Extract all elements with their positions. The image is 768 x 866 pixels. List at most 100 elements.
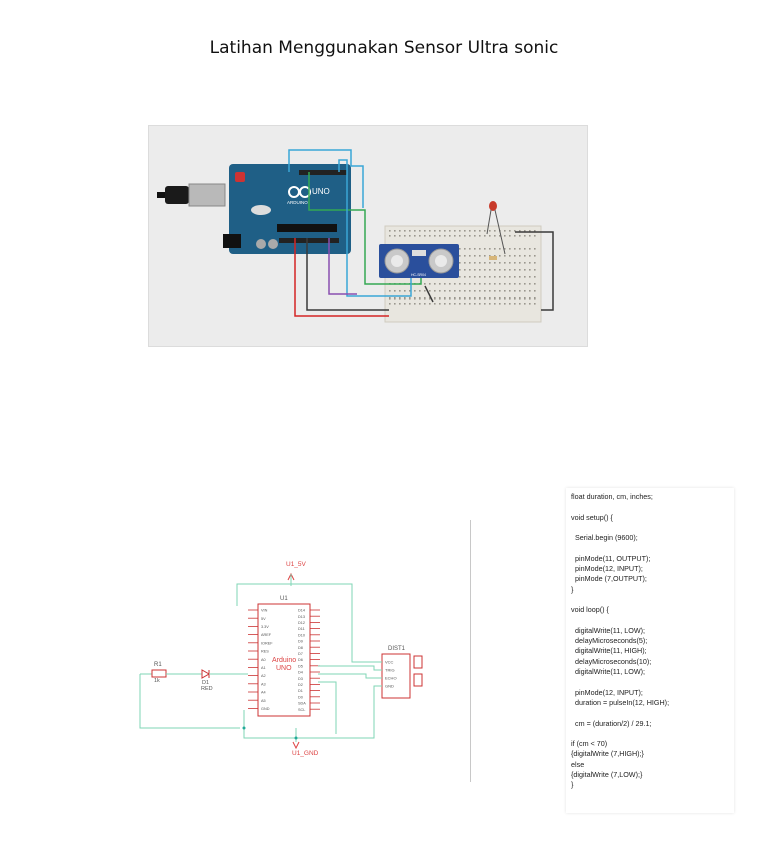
breadboard-hole [504, 298, 506, 300]
breadboard-hole [509, 290, 511, 292]
breadboard-hole [474, 290, 476, 292]
wire-red [294, 238, 389, 317]
breadboard-hole [464, 235, 466, 237]
breadboard-hole [509, 230, 511, 232]
breadboard-hole [404, 298, 406, 300]
breadboard-hole [484, 262, 486, 264]
mcu-pin-left-label: A1 [261, 666, 266, 670]
breadboard-hole [434, 297, 436, 299]
breadboard-hole [499, 297, 501, 299]
page-title: Latihan Menggunakan Sensor Ultra sonic [209, 38, 559, 58]
circuit-illustration: UNO ARDUINO HC-SR04 [148, 125, 588, 347]
breadboard-hole [519, 297, 521, 299]
breadboard-hole [389, 297, 391, 299]
breadboard-hole [489, 297, 491, 299]
code-line: if (cm < 70) [571, 739, 608, 749]
breadboard-hole [524, 297, 526, 299]
breadboard-hole [534, 290, 536, 292]
mcu-pin-right-label: D3 [298, 677, 303, 681]
breadboard-hole [469, 269, 471, 271]
breadboard-hole [514, 303, 516, 305]
breadboard-hole [519, 298, 521, 300]
breadboard-hole [529, 298, 531, 300]
wire-black [306, 238, 389, 311]
breadboard-hole [509, 297, 511, 299]
breadboard-hole [469, 255, 471, 257]
mcu-pin-right-label: D2 [298, 683, 303, 687]
resistor [489, 256, 497, 260]
breadboard-hole [439, 298, 441, 300]
breadboard-hole [449, 303, 451, 305]
sensor-pin-label: TRIG [385, 668, 395, 673]
breadboard-hole [504, 262, 506, 264]
mcu-pin-left-label: AREF [261, 633, 272, 637]
breadboard-hole [489, 262, 491, 264]
sensor-ref: DIST1 [388, 646, 406, 652]
breadboard-hole [449, 283, 451, 285]
breadboard-hole [469, 283, 471, 285]
breadboard-hole [529, 235, 531, 237]
breadboard-hole [469, 298, 471, 300]
breadboard-hole [434, 235, 436, 237]
breadboard-hole [474, 255, 476, 257]
sensor-receiver-mesh [435, 255, 447, 267]
code-line [571, 595, 734, 605]
mcu-pin-left-label: A3 [261, 682, 266, 686]
breadboard-hole [514, 255, 516, 257]
breadboard-hole [439, 283, 441, 285]
mcu-pin-left-label: GND [261, 707, 270, 711]
code-line: float duration, cm, inches; [571, 492, 653, 501]
mcu-pin-right-label: D14 [298, 609, 305, 613]
breadboard-hole [474, 276, 476, 278]
board-brand: ARDUINO [287, 200, 308, 205]
breadboard-hole [479, 290, 481, 292]
code-line: Serial.begin (9600); [571, 533, 638, 543]
breadboard-hole [504, 269, 506, 271]
breadboard-hole [509, 248, 511, 250]
mcu-pin-right-label: D8 [298, 646, 303, 650]
breadboard-hole [454, 297, 456, 299]
code-line: void loop() { [571, 605, 609, 615]
mcu-pin-left-label: A2 [261, 674, 266, 678]
breadboard-hole [499, 235, 501, 237]
breadboard-hole [529, 276, 531, 278]
code-line: duration = pulseIn(12, HIGH); [571, 697, 670, 707]
power-jack [223, 234, 241, 248]
breadboard-hole [529, 269, 531, 271]
breadboard-hole [464, 269, 466, 271]
resistor-to-ground [139, 674, 240, 729]
mcu-pin-right-label: D12 [298, 621, 305, 625]
code-line: void setup() { [571, 512, 613, 522]
mcu-pin-left-label: A4 [261, 691, 266, 695]
mcu-pin-right-label: D5 [298, 664, 303, 668]
breadboard-hole [524, 303, 526, 305]
breadboard-hole [449, 297, 451, 299]
code-line [571, 708, 734, 718]
breadboard-hole [444, 298, 446, 300]
breadboard-hole [504, 283, 506, 285]
code-line [571, 616, 734, 626]
breadboard-hole [459, 255, 461, 257]
breadboard-hole [504, 297, 506, 299]
breadboard-hole [479, 269, 481, 271]
breadboard-hole [429, 297, 431, 299]
wire-jumper [424, 285, 434, 303]
breadboard-hole [519, 262, 521, 264]
breadboard-hole [454, 283, 456, 285]
breadboard-hole [524, 276, 526, 278]
led [489, 201, 497, 211]
breadboard-hole [489, 290, 491, 292]
breadboard-hole [409, 303, 411, 305]
breadboard-hole [399, 290, 401, 292]
breadboard-hole [484, 235, 486, 237]
breadboard-hole [409, 230, 411, 232]
usb-plug-tip [157, 192, 167, 198]
breadboard-hole [534, 255, 536, 257]
mcu-pin-left-label: A5 [261, 699, 266, 703]
code-line: } [571, 780, 574, 790]
breadboard-hole [509, 269, 511, 271]
board-label: UNO [312, 187, 330, 196]
breadboard-hole [509, 262, 511, 264]
breadboard-hole [529, 303, 531, 305]
